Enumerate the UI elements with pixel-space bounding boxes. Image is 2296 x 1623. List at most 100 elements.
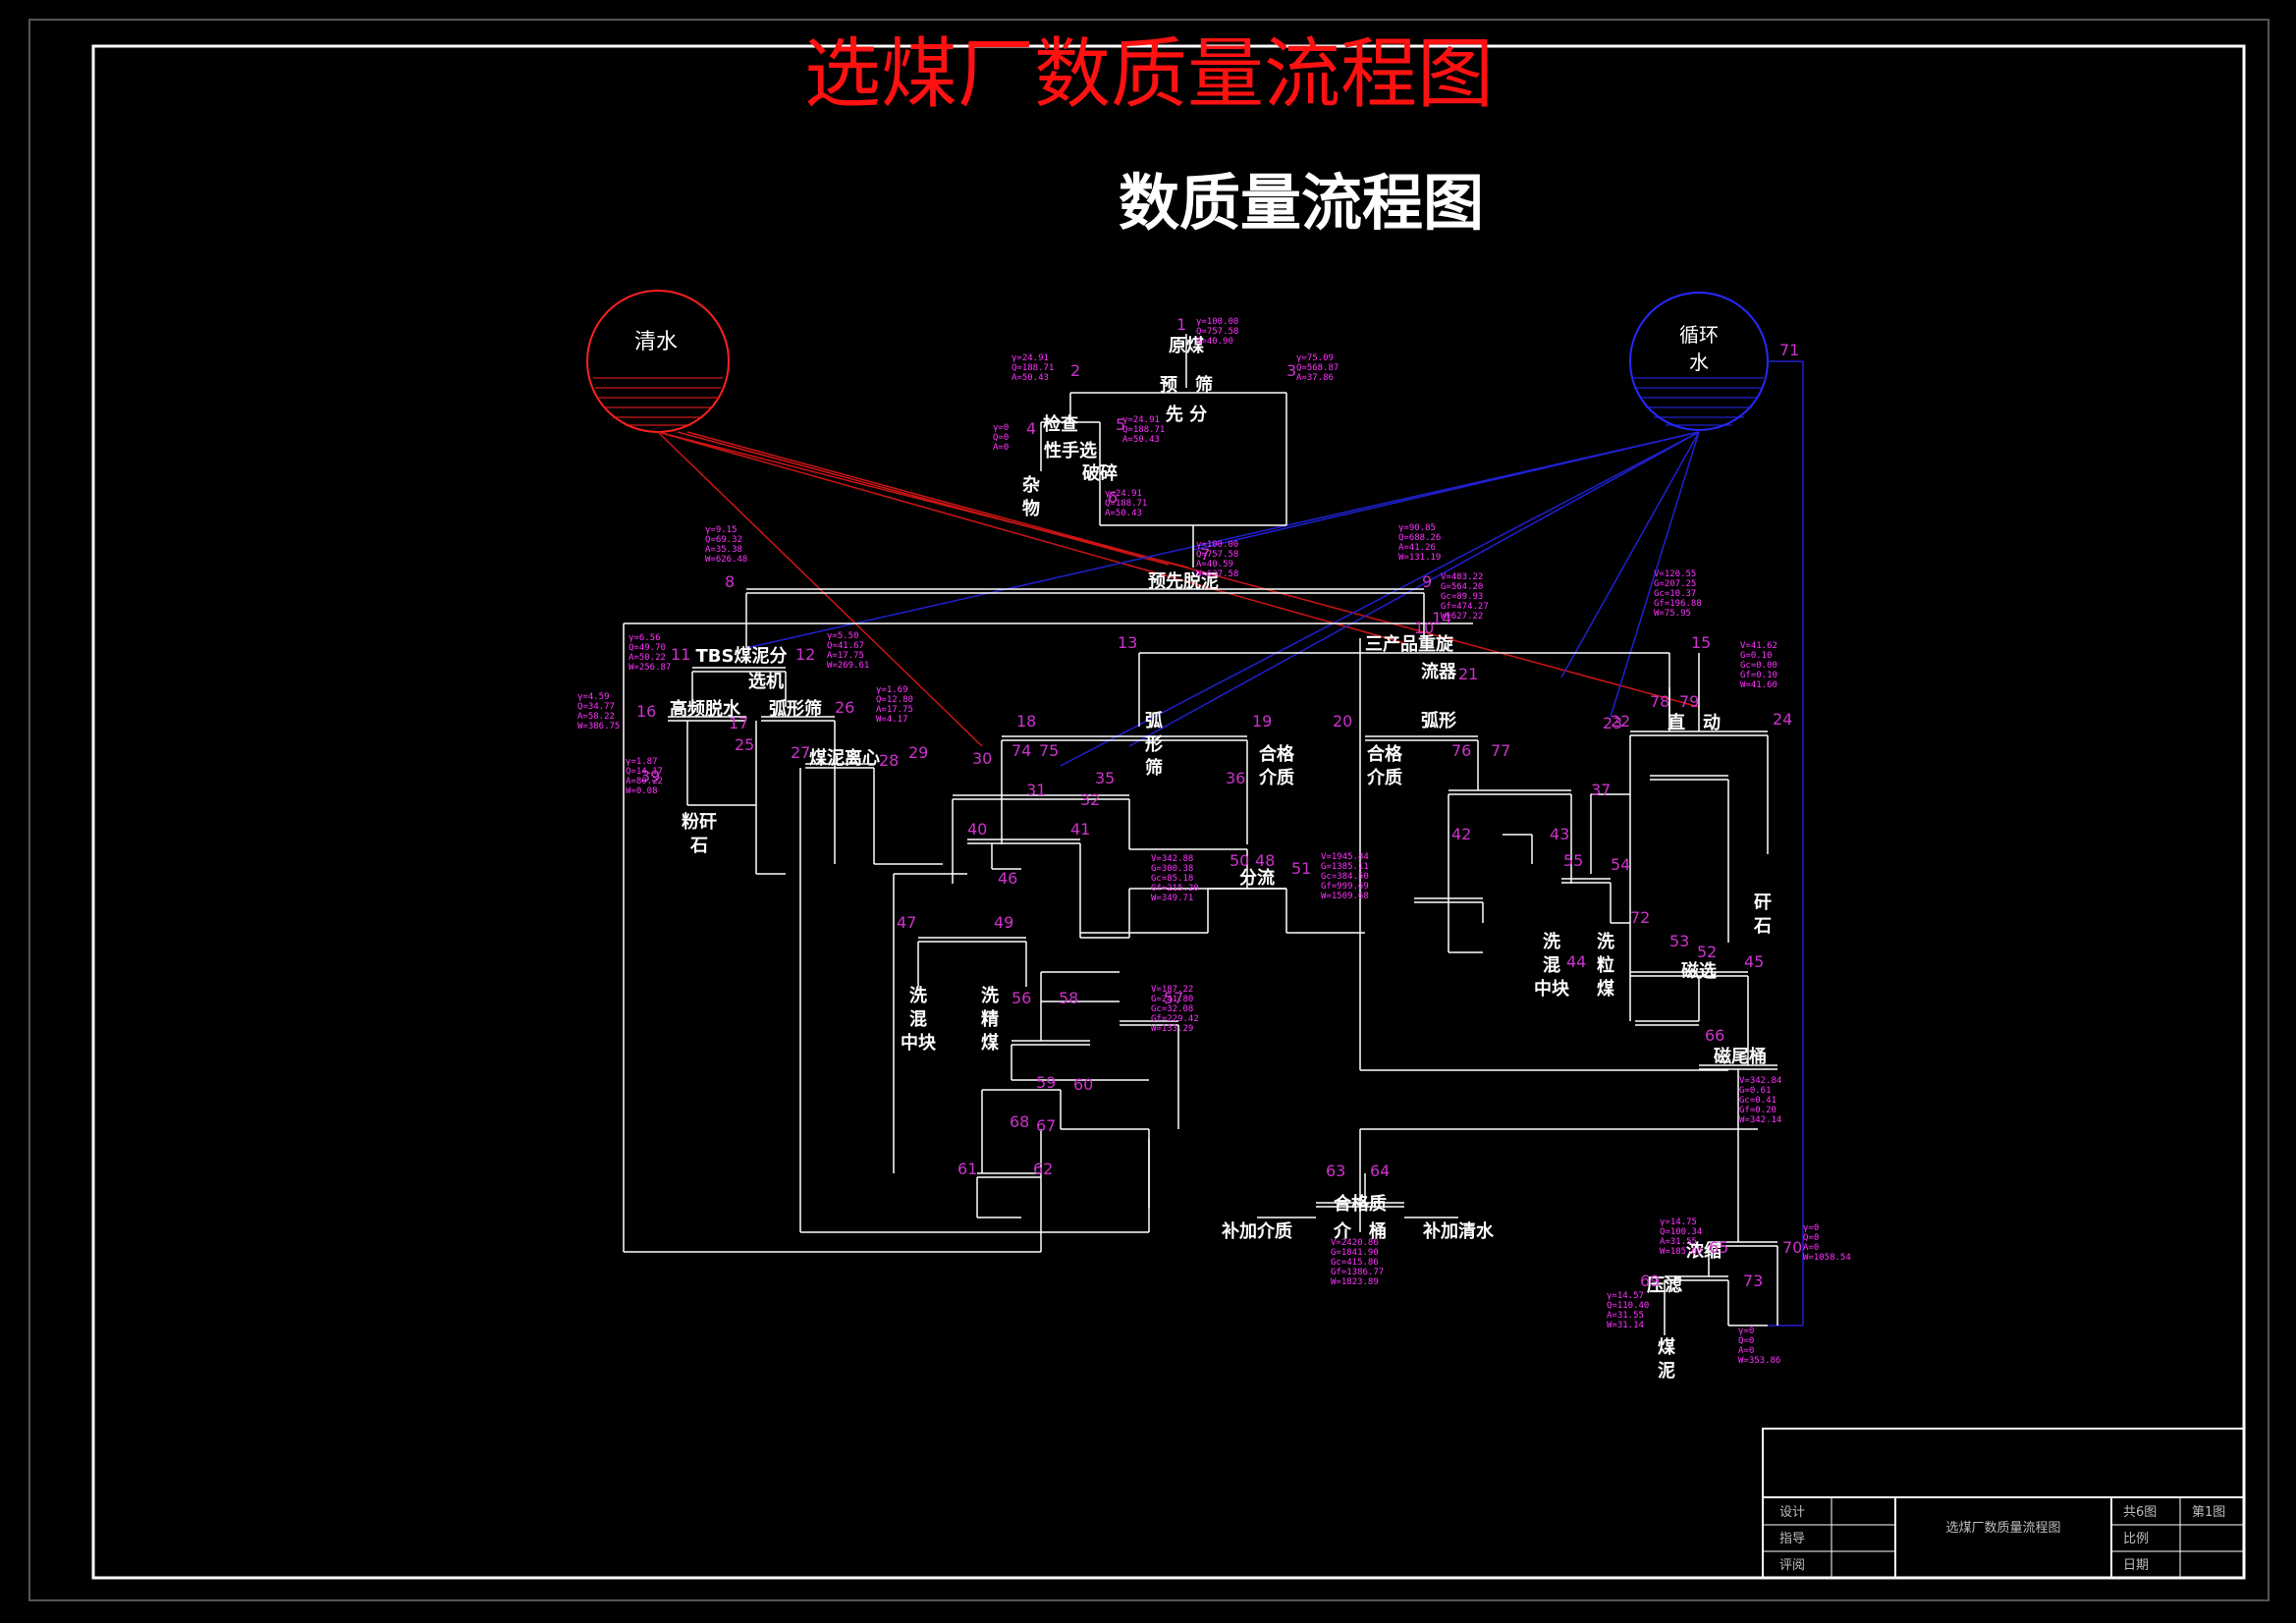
node-qualified-bucket2-number: 64: [1370, 1162, 1390, 1180]
tb-sheet-no: 第1图: [2192, 1505, 2225, 1520]
stream-number: 58: [1059, 989, 1078, 1007]
stream-data-label: G=300.38: [1151, 864, 1193, 874]
stream-number: 39: [640, 767, 660, 785]
stream-number: 30: [972, 749, 992, 768]
stream-data-label: Gc=384.50: [1321, 872, 1369, 882]
node-granular-label-0: 洗: [1597, 931, 1614, 952]
node-mid-label-2: 中块: [901, 1032, 937, 1054]
stream-data-label: Q=100.34: [1660, 1227, 1702, 1237]
stream-data-label: W=41.60: [1740, 680, 1777, 690]
node-thicken-label: 浓缩: [1686, 1240, 1722, 1262]
stream-number: 32: [1080, 790, 1100, 809]
node-gangue-label-0: 矸: [1754, 893, 1772, 913]
stream-data-label: V=120.55: [1654, 569, 1696, 579]
node-clean-coal-label-2: 煤: [981, 1032, 999, 1054]
node-impurity-label-1: 物: [1022, 498, 1040, 519]
stream-data-label: W=0.08: [626, 786, 658, 796]
node-add-water-label: 补加清水: [1422, 1220, 1495, 1242]
node-arc-label: 弧形筛: [769, 698, 822, 720]
node-add-medium-label: 补加介质: [1221, 1220, 1292, 1242]
stream-number: 23: [1603, 714, 1622, 732]
stream-data-label: A=17.75: [827, 651, 864, 661]
stream-data-label: Q=69.32: [705, 535, 742, 545]
stream-data-label: A=40.59: [1196, 560, 1233, 569]
stream-data-label: A=35.38: [705, 545, 742, 555]
stream-data-label: W=1823.89: [1331, 1277, 1379, 1287]
node-qualified-label-1: 介质: [1258, 767, 1294, 788]
node-impurity-label-0: 杂: [1022, 475, 1040, 496]
stream-data-label: Q=0: [1738, 1336, 1754, 1346]
node-press-number: 69: [1640, 1271, 1660, 1290]
stream-data-label: γ=9.15: [705, 525, 738, 535]
node-arc-screen-label-1: 形: [1145, 734, 1163, 755]
node-pre-screen-label: 预 筛: [1160, 374, 1213, 396]
stream-data-label: A=40.90: [1196, 337, 1233, 347]
stream-number: 46: [998, 869, 1017, 888]
stream-data-label: W=185.00: [1660, 1247, 1702, 1257]
stream-data-label: W=256.87: [629, 663, 671, 673]
node-arc-number: 26: [835, 698, 854, 717]
stream-data-label: A=50.43: [1105, 509, 1142, 518]
stream-number: 60: [1073, 1075, 1093, 1094]
stream-number: 42: [1451, 825, 1471, 843]
node-mid-label-0: 洗: [909, 985, 927, 1006]
node-split-number: 48: [1255, 851, 1275, 870]
stream-number: 78: [1650, 692, 1669, 711]
stream-number: 45: [1744, 952, 1764, 971]
stream-data-label: γ=100.00: [1196, 540, 1238, 550]
node-hand-pick-label: 检查: [1043, 413, 1078, 435]
stream-number: 52: [1697, 943, 1717, 961]
stream-number: 37: [1591, 781, 1611, 799]
node-raw-number: 1: [1176, 315, 1186, 334]
stream-data-label: W=386.75: [577, 722, 620, 731]
node-three-cyclone2-label: 流器: [1421, 661, 1457, 682]
stream-data-label: G=0.10: [1740, 651, 1773, 661]
title-block: 设计 指导 评阅 选煤厂数质量流程图 共6图 第1图 比例 日期: [1762, 1428, 2245, 1579]
stream-data-label: Gf=196.88: [1654, 599, 1702, 609]
stream-data-label: Gc=415.86: [1331, 1258, 1379, 1268]
stream-number: 54: [1611, 855, 1630, 874]
stream-data-label: Gf=474.27: [1441, 602, 1489, 612]
stream-number: 14: [1432, 609, 1451, 627]
node-hand-pick-number: 4: [1026, 419, 1036, 438]
stream-data-label: Gf=1386.77: [1331, 1268, 1384, 1277]
stream-data-label: γ=0: [1738, 1326, 1754, 1336]
node-direct-label: 直 动: [1667, 712, 1721, 733]
node-qualified-bucket-number: 63: [1326, 1162, 1345, 1180]
stream-data-label: W=133.29: [1151, 1024, 1193, 1034]
stream-number: 70: [1782, 1238, 1802, 1257]
stream-data-label: G=207.25: [1654, 579, 1696, 589]
stream-data-label: A=17.75: [876, 705, 913, 715]
stream-data-label: Q=14.17: [626, 767, 663, 777]
stream-number: 27: [791, 743, 810, 762]
stream-data-label: V=342.88: [1151, 854, 1193, 864]
stream-data-label: V=2420.86: [1331, 1238, 1379, 1248]
stream-data-label: W=637.58: [1196, 569, 1238, 579]
stream-data-label: W=627.22: [1441, 612, 1483, 622]
stream-number: 5: [1116, 415, 1125, 434]
stream-data-label: γ=1.87: [626, 757, 658, 767]
tb-sheets-total: 共6图: [2123, 1505, 2157, 1520]
stream-number: 25: [735, 735, 754, 754]
node-mid2-label-0: 洗: [1543, 931, 1560, 952]
circulating-water-label-2: 水: [1689, 351, 1709, 374]
stream-data-label: A=50.43: [1011, 373, 1049, 383]
stream-data-label: Q=34.77: [577, 702, 615, 712]
node-hf-number: 16: [636, 702, 656, 721]
node-mid2-label-2: 中块: [1534, 978, 1570, 1000]
stream-data-label: G=1385.11: [1321, 862, 1369, 872]
node-hf-label: 高频脱水: [670, 698, 741, 720]
tb-guide: 指导: [1779, 1532, 1805, 1546]
stream-data-label: W=31.14: [1607, 1321, 1644, 1330]
stream-data-label: γ=4.59: [577, 692, 610, 702]
node-arc-screen-label-0: 弧: [1145, 710, 1163, 731]
stream-number: 75: [1039, 741, 1059, 760]
node-desliming-number: 7: [1200, 545, 1210, 564]
stream-number: 44: [1566, 952, 1586, 971]
clear-water-tank: 清水: [586, 290, 730, 433]
stream-number: 49: [994, 913, 1013, 932]
tb-date: 日期: [2123, 1558, 2149, 1573]
stream-data-label: Q=688.26: [1398, 533, 1441, 543]
